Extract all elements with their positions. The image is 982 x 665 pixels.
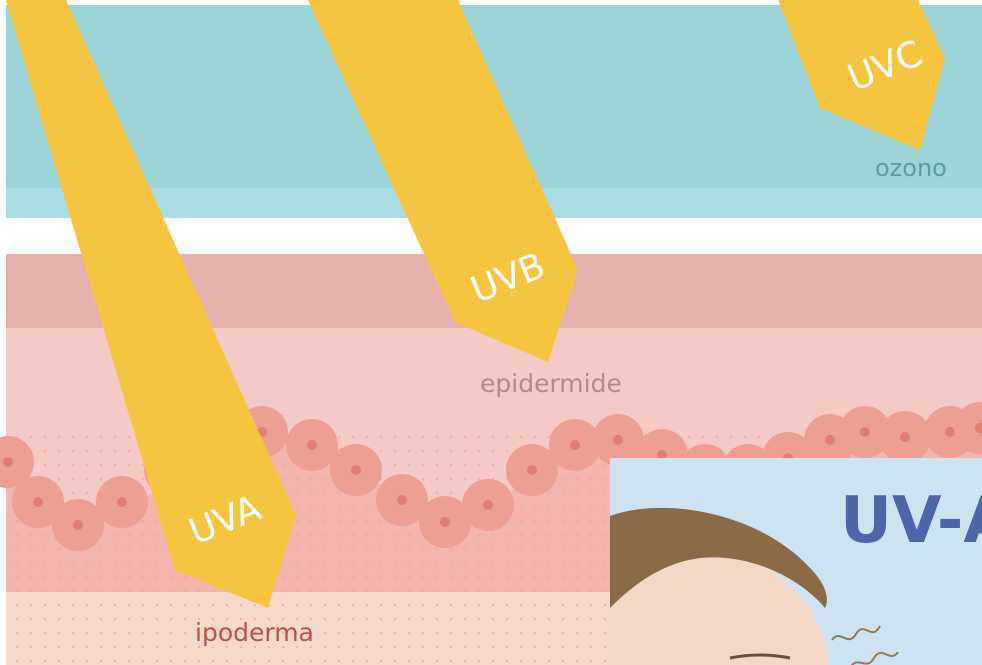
- hypodermis-label: ipoderma: [195, 618, 314, 647]
- cell-nucleus: [307, 440, 317, 450]
- cell-nucleus: [613, 435, 623, 445]
- cell-nucleus: [483, 500, 493, 510]
- wrinkle-line-1: [832, 626, 880, 640]
- cell-nucleus: [825, 435, 835, 445]
- ozone-label: ozono: [875, 154, 947, 182]
- cell-nucleus: [117, 497, 127, 507]
- inset-title: UV-A: [840, 484, 982, 558]
- cell-nucleus: [527, 465, 537, 475]
- cell-nucleus: [440, 517, 450, 527]
- cell-nucleus: [860, 427, 870, 437]
- wrinkle-line-2: [850, 652, 898, 665]
- uvb-ray: UVB: [308, 0, 578, 362]
- cell-nucleus: [73, 520, 83, 530]
- cell-nucleus: [945, 427, 955, 437]
- epidermis-label: epidermide: [480, 369, 622, 398]
- uva-inset-panel: UV-A: [610, 458, 982, 665]
- cell-nucleus: [33, 497, 43, 507]
- cell-nucleus: [397, 495, 407, 505]
- cell-nucleus: [570, 440, 580, 450]
- cell-nucleus: [351, 465, 361, 475]
- cell-nucleus: [3, 457, 13, 467]
- cell-nucleus: [900, 432, 910, 442]
- uvc-ray: UVC: [778, 0, 945, 150]
